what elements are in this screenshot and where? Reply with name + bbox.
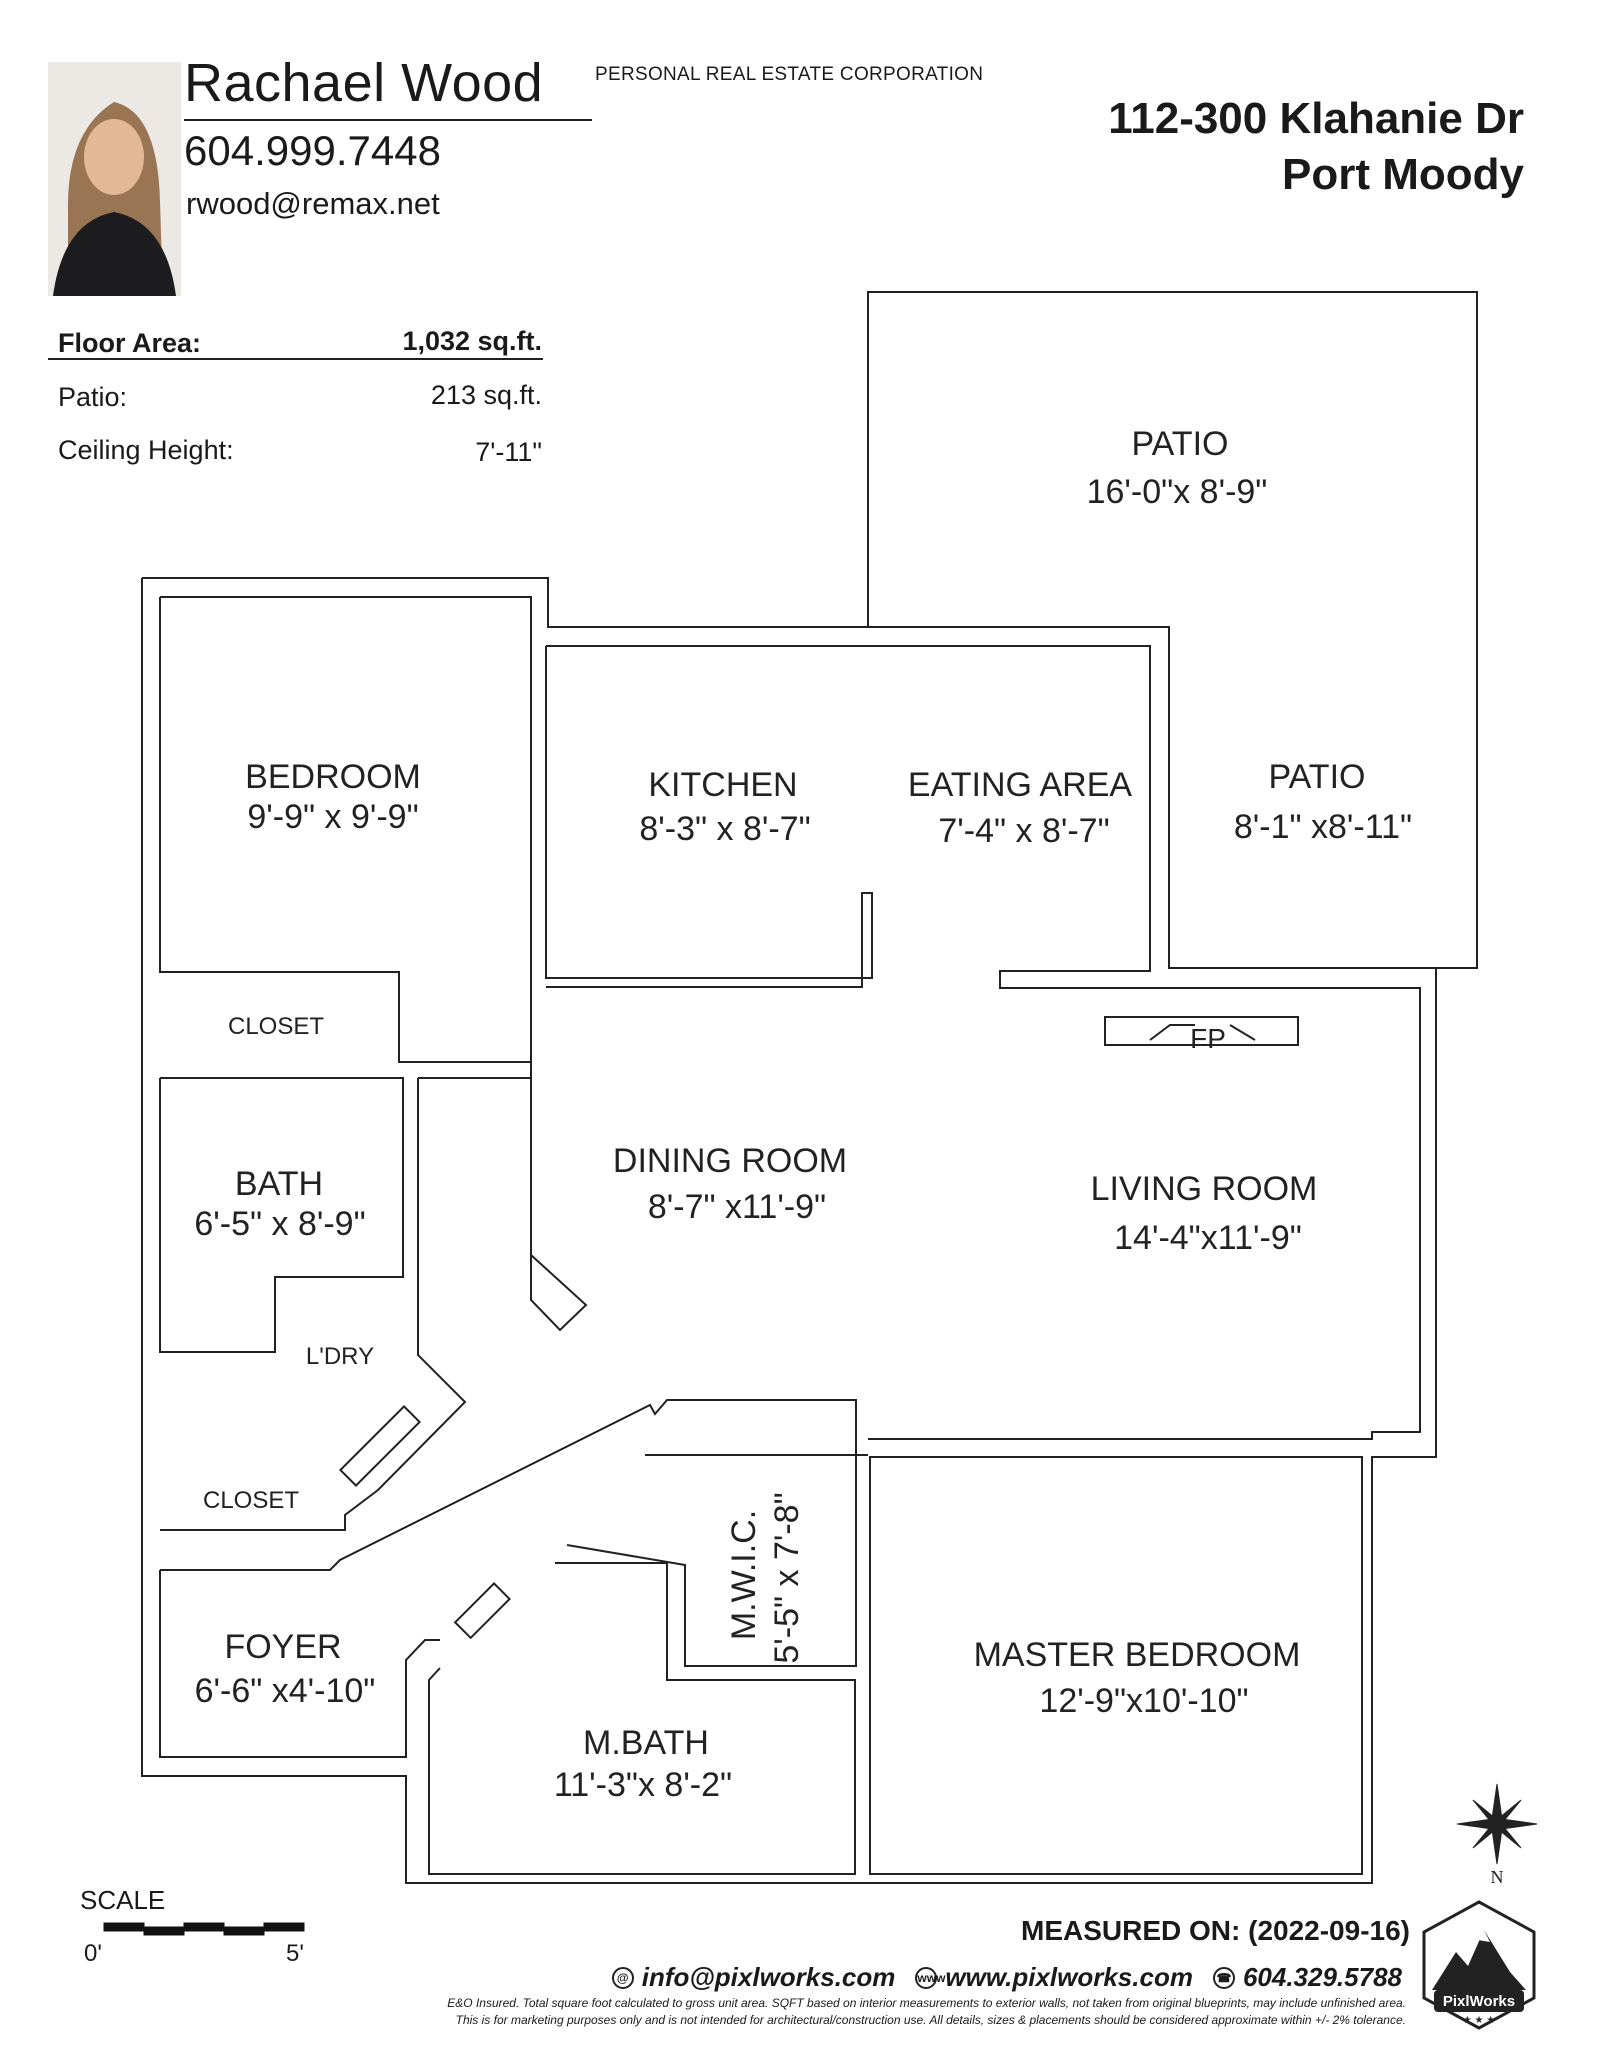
kitchen-eating-outline	[546, 645, 1421, 1440]
scale-start: 0'	[84, 1940, 102, 1967]
foyer-door	[453, 1582, 511, 1640]
disclaimer-line1: E&O Insured. Total square foot calculate…	[447, 1996, 1406, 2010]
room-label: PATIO	[1269, 758, 1366, 796]
room-label: KITCHEN	[648, 766, 797, 804]
patio-area-value: 213 sq.ft.	[430, 380, 542, 410]
agent-photo	[48, 62, 181, 296]
compass-rose-icon	[1456, 1783, 1538, 1865]
room-dims: 12'-9"x10'-10"	[1039, 1682, 1248, 1720]
room-dims: 8'-1" x8'-11"	[1234, 808, 1412, 846]
agent-phone: 604.999.7448	[184, 127, 441, 174]
scale-label: SCALE	[80, 1885, 166, 1915]
logo-text: PixlWorks	[1443, 1993, 1515, 2010]
ceiling-height-value: 7'-11"	[475, 437, 542, 467]
closet-door	[338, 1404, 422, 1488]
globe-icon: www	[915, 1966, 945, 1989]
room-dims: 6'-5" x 8'-9"	[194, 1205, 365, 1243]
address-line2: Port Moody	[1282, 150, 1524, 199]
floor-area-label: Floor Area:	[58, 328, 202, 358]
company-email[interactable]: info@pixlworks.com	[641, 1962, 896, 1992]
company-phone[interactable]: 604.329.5788	[1242, 1962, 1402, 1992]
closet-bath-outline	[159, 1077, 404, 1353]
room-label: BATH	[235, 1165, 323, 1203]
room-dims: 9'-9" x 9'-9"	[247, 798, 418, 836]
mbath-outline	[428, 1562, 856, 1875]
agent-email: rwood@remax.net	[186, 186, 440, 221]
pixlworks-logo: PixlWorks ★ ★ ★	[1418, 1900, 1540, 2030]
room-label: CLOSET	[203, 1487, 299, 1514]
room-dims: 11'-3"x 8'-2"	[554, 1766, 732, 1804]
room-label: EATING AREA	[908, 766, 1133, 804]
room-label: M.W.I.C.	[725, 1510, 763, 1640]
scale-end: 5'	[286, 1940, 304, 1967]
room-label: CLOSET	[228, 1013, 324, 1040]
room-label: DINING ROOM	[613, 1142, 847, 1180]
room-label: BEDROOM	[245, 758, 421, 796]
room-label: L'DRY	[306, 1343, 374, 1370]
compass-north-label: N	[1491, 1867, 1504, 1887]
kitchen-partition	[545, 646, 873, 988]
measured-date: MEASURED ON: (2022-09-16)	[1021, 1915, 1410, 1946]
master-bedroom-outline	[869, 1456, 1363, 1875]
foyer-outline	[160, 1399, 868, 1571]
hallway-wall	[418, 987, 588, 1332]
agent-name: Rachael Wood	[184, 53, 544, 113]
company-website[interactable]: www.pixlworks.com	[945, 1962, 1193, 1992]
hallway-wall-2	[160, 1078, 467, 1531]
room-dims: 7'-4" x 8'-7"	[938, 812, 1109, 850]
room-dims: 5'-5" x 7'-8"	[768, 1492, 806, 1663]
patio-upper-outline	[868, 626, 1477, 969]
floor-area-value: 1,032 sq.ft.	[402, 326, 542, 356]
disclaimer-line2: This is for marketing purposes only and …	[455, 2013, 1406, 2027]
room-dims: 14'-4"x11'-9"	[1114, 1219, 1302, 1257]
bedroom-outline	[159, 596, 532, 1063]
address-line1: 112-300 Klahanie Dr	[1108, 94, 1524, 143]
patio-area-label: Patio:	[58, 382, 128, 412]
mwic-outline	[566, 1454, 857, 1667]
agent-corporation: PERSONAL REAL ESTATE CORPORATION	[595, 64, 984, 85]
fireplace-label: FP	[1190, 1023, 1226, 1054]
room-label: LIVING ROOM	[1091, 1170, 1318, 1208]
room-dims: 6'-6" x4'-10"	[195, 1672, 376, 1710]
floor-area-underline	[48, 358, 543, 360]
email-icon: @	[611, 1966, 634, 1989]
room-label: FOYER	[224, 1628, 341, 1666]
ceiling-height-label: Ceiling Height:	[58, 435, 234, 465]
room-label: M.BATH	[583, 1724, 709, 1762]
room-label: MASTER BEDROOM	[974, 1636, 1301, 1674]
scale-bar	[103, 1922, 305, 1936]
room-dims: 16'-0"x 8'-9"	[1087, 473, 1268, 511]
fireplace	[1104, 1016, 1299, 1046]
agent-name-underline	[184, 119, 592, 121]
phone-icon: ☎	[1212, 1966, 1235, 1989]
svg-text:★ ★ ★: ★ ★ ★	[1463, 2015, 1495, 2026]
room-label: PATIO	[1132, 425, 1229, 463]
room-dims: 8'-7" x11'-9"	[648, 1188, 826, 1226]
room-dims: 8'-3" x 8'-7"	[639, 810, 810, 848]
